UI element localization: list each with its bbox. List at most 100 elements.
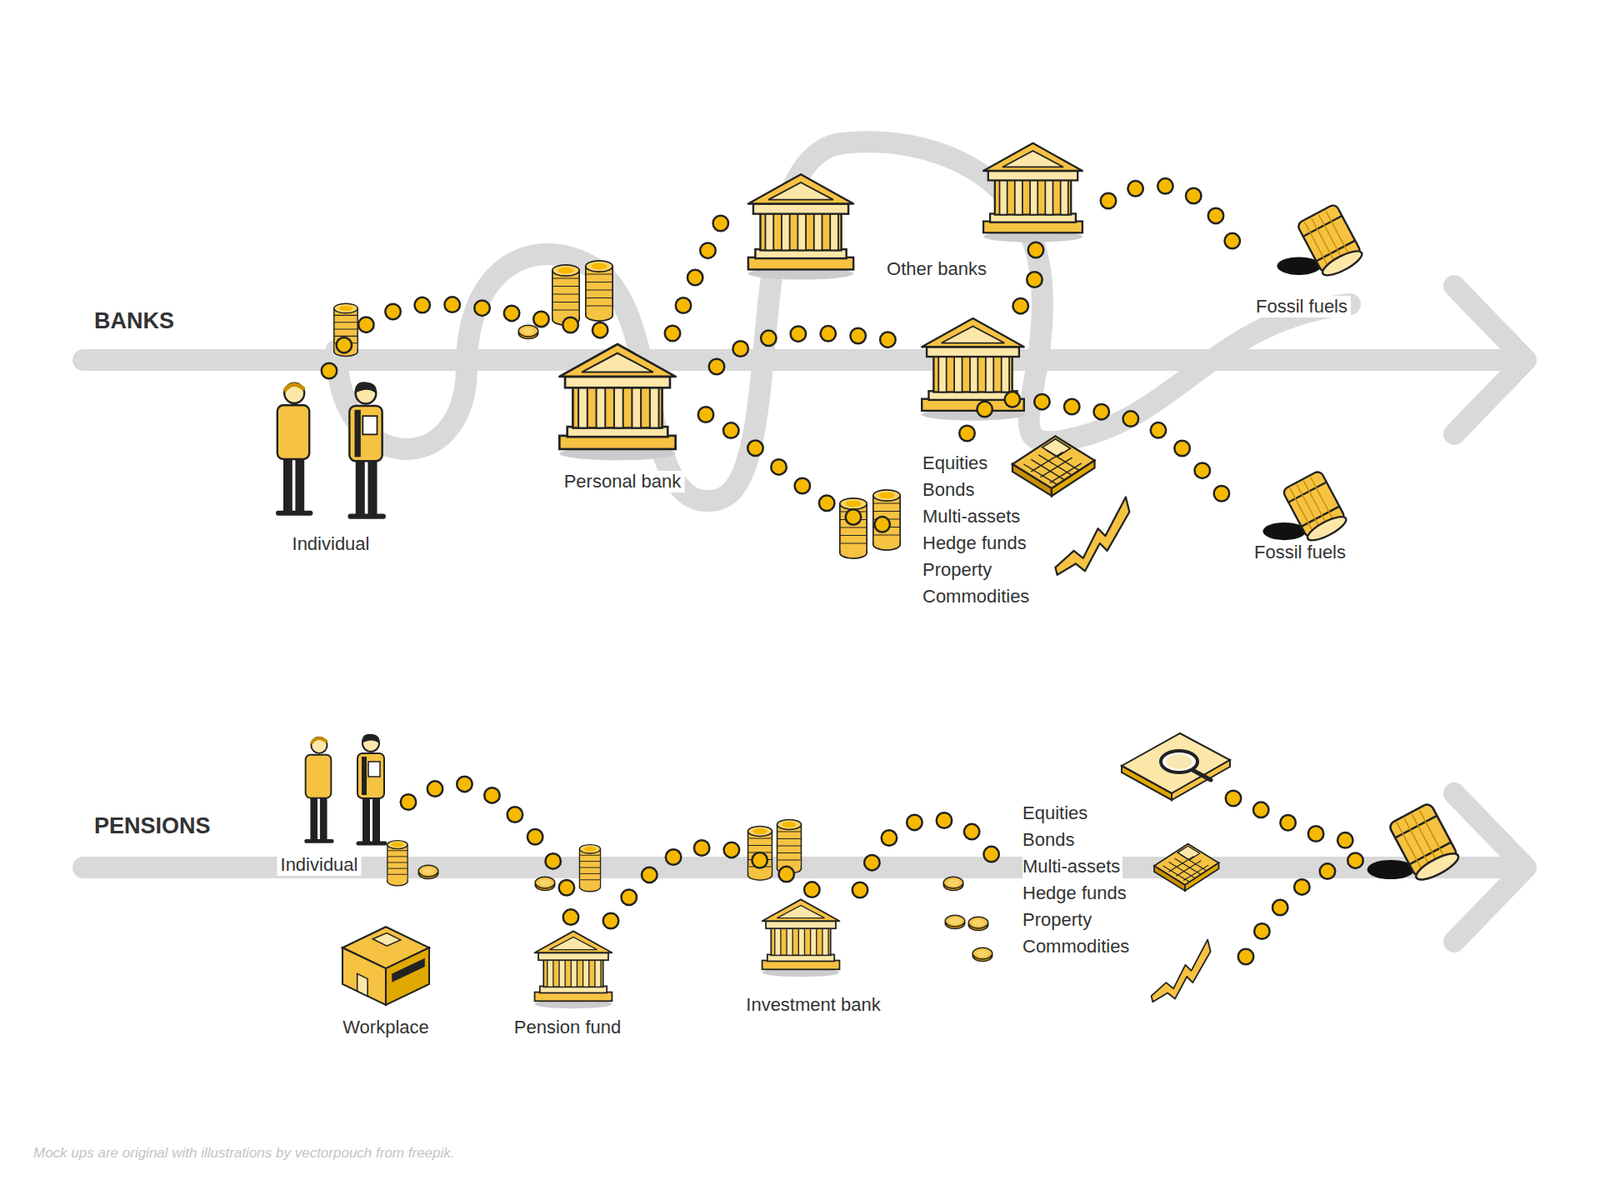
arrow-head — [1454, 285, 1526, 435]
asset-class: Commodities — [922, 583, 1032, 610]
calculator-icon — [1154, 844, 1219, 891]
coin-trail — [1245, 858, 1364, 957]
oil-barrel — [1367, 802, 1462, 885]
coin — [518, 325, 539, 339]
coin-trail — [1233, 798, 1367, 842]
coin-fill — [1108, 185, 1242, 259]
coin-stack — [552, 265, 580, 325]
labelled-icon: Individual — [270, 725, 409, 880]
coin — [943, 876, 964, 890]
node-label: Investment bank — [742, 994, 884, 1016]
coin-trail — [716, 333, 900, 367]
asset-class: Multi-assets — [922, 503, 1023, 530]
node-label: Workplace — [339, 1016, 433, 1039]
person-figure — [277, 383, 311, 514]
oil-barrel — [1276, 203, 1365, 280]
credit-caption: Mock ups are original with illustrations… — [33, 1145, 455, 1162]
asset-class: Equities — [922, 450, 990, 477]
section-heading: BANKS — [94, 308, 175, 335]
asset-class: Bonds — [922, 476, 977, 504]
bank-building — [983, 143, 1083, 243]
coin-fill — [329, 304, 623, 371]
growth-chart-icon — [1055, 496, 1130, 575]
person-figure — [349, 381, 384, 516]
coin-fill — [408, 784, 571, 921]
labelled-icon: Personal bank — [539, 333, 706, 496]
asset-class: Equities — [1022, 800, 1090, 827]
labelled-icon: Fossil fuels — [1241, 456, 1367, 567]
coin-trail-connector — [610, 847, 813, 921]
bank-building — [748, 174, 854, 280]
coin-trail — [1233, 798, 1367, 842]
asset-class: Multi-assets — [1022, 853, 1123, 880]
workplace-building — [342, 926, 430, 1005]
arrow-head — [1454, 793, 1526, 942]
coin-fill — [610, 847, 813, 921]
labelled-icon: Individual — [250, 370, 409, 559]
coin-stack — [585, 260, 613, 321]
bank-building — [762, 899, 840, 977]
labelled-icon: Workplace — [329, 916, 446, 1042]
labelled-icon: Fossil fuels — [1241, 195, 1367, 321]
node-label: Other banks — [883, 258, 990, 280]
coin-trail — [1245, 858, 1364, 957]
node-label: Personal bank — [560, 470, 685, 493]
growth-chart-icon — [1151, 940, 1211, 1003]
asset-class: Property — [922, 556, 995, 584]
coin-outline — [1108, 185, 1242, 259]
coin-trail — [1012, 250, 1038, 317]
coin-fill — [705, 415, 900, 526]
node-label: Individual — [289, 533, 374, 555]
coin-stack — [387, 840, 408, 886]
section-heading: PENSIONS — [94, 813, 211, 840]
oil-barrel — [1262, 470, 1349, 545]
coin — [418, 865, 439, 879]
coin-trail-connector — [705, 415, 900, 526]
asset-class: Hedge funds — [922, 530, 1030, 557]
asset-class: Hedge funds — [1022, 880, 1130, 907]
person-figure — [305, 737, 333, 842]
coin-trail — [1012, 250, 1038, 317]
calculator-icon — [1012, 435, 1095, 496]
coin — [972, 947, 993, 961]
coin-trail-connector — [967, 399, 1243, 512]
flow-track-loop — [336, 141, 1350, 501]
coin-trail-connector — [860, 819, 1000, 890]
node-label: Pension fund — [510, 1016, 625, 1039]
coin-trail-connector — [672, 208, 734, 334]
asset-class: Bonds — [1022, 826, 1077, 854]
coin — [945, 915, 965, 929]
magnifier-document-icon — [1121, 733, 1230, 800]
coin-trail — [716, 333, 900, 367]
person-figure — [357, 734, 385, 844]
coin-outline — [705, 415, 900, 526]
asset-class: Property — [1022, 906, 1095, 934]
flow-track — [83, 349, 1519, 371]
labelled-icon: Pension fund — [504, 920, 638, 1042]
bank-building — [559, 344, 675, 460]
coin-trail-connector — [329, 304, 623, 371]
coin-fill — [860, 819, 1000, 890]
coin-outline — [408, 784, 571, 921]
coin-fill — [967, 399, 1243, 512]
coin-fill — [672, 208, 734, 334]
asset-class: Commodities — [1022, 933, 1132, 960]
coin-trail-connector — [408, 784, 571, 921]
labelled-icon: Other banks — [733, 133, 1109, 284]
asset-list: EquitiesBondsMulti-assetsHedge fundsProp… — [1000, 783, 1146, 964]
coin-outline — [967, 399, 1243, 512]
bank-building — [535, 930, 613, 1009]
labelled-icon: Investment bank — [733, 890, 892, 1020]
node-label: Individual — [277, 854, 362, 876]
coin-outline — [860, 819, 1000, 890]
node-label: Fossil fuels — [1252, 295, 1351, 318]
coin-outline — [610, 847, 813, 921]
coin-stack — [840, 498, 867, 559]
coin-stack — [579, 845, 600, 892]
coin-outline — [329, 304, 623, 371]
node-label: Fossil fuels — [1250, 541, 1350, 564]
coin-stack — [777, 820, 802, 875]
coin — [535, 876, 555, 890]
asset-list: EquitiesBondsMulti-assetsHedge fundsProp… — [900, 433, 1092, 617]
